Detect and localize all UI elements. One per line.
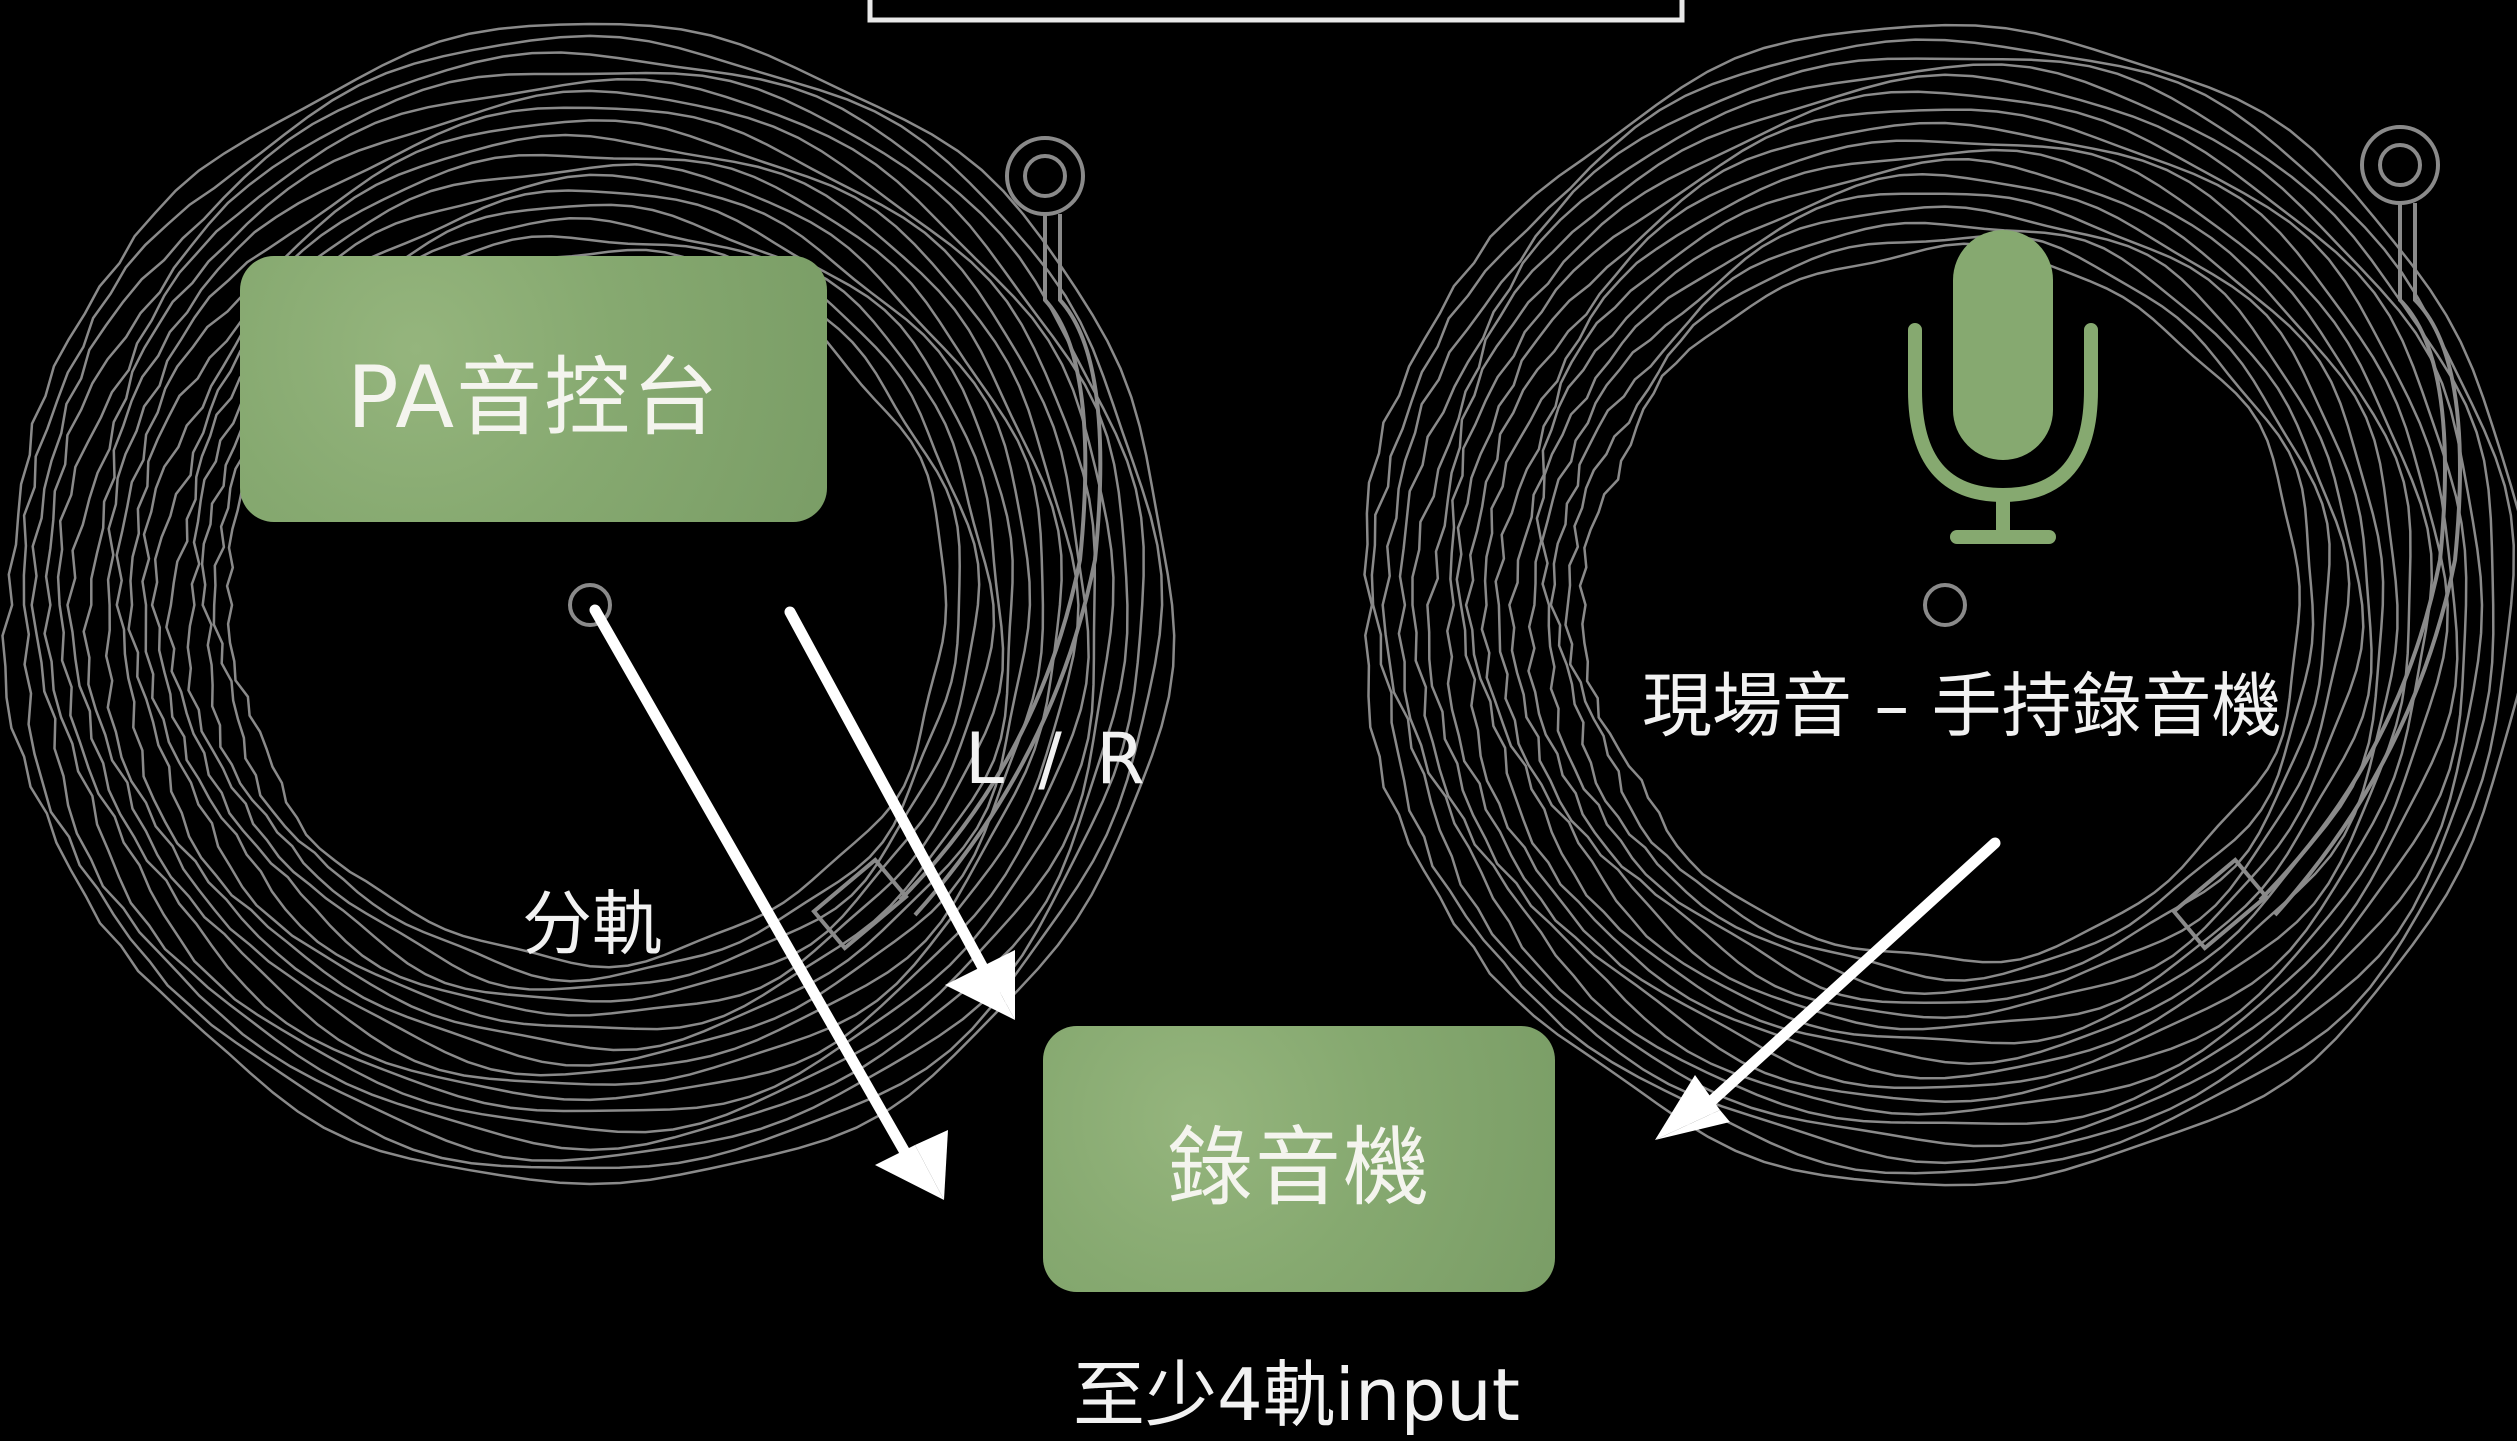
disc-ring xyxy=(1457,123,2432,1088)
disc-ring xyxy=(1413,75,2467,1124)
disc-ring xyxy=(1580,244,2300,962)
vinyl-turntable-right-icon xyxy=(1365,25,2517,1185)
top-frame xyxy=(870,0,1682,20)
lr-label: L / R xyxy=(965,718,1151,800)
tone-arm-right-icon xyxy=(2174,127,2460,948)
disc-ring xyxy=(58,79,1113,1132)
recorder-box: 錄音機 xyxy=(1043,1026,1555,1292)
pa-console-box: PA音控台 xyxy=(240,256,827,522)
live-sound-label: 現場音 – 手持錄音機 xyxy=(1642,650,2282,751)
disc-ring xyxy=(1566,236,2314,981)
disc-ring xyxy=(1466,141,2410,1078)
recorder-label: 錄音機 xyxy=(1167,1097,1431,1222)
pa-console-label: PA音控台 xyxy=(347,327,720,452)
microphone-icon xyxy=(1915,230,2091,544)
disc-ring xyxy=(1482,150,2397,1064)
disc-ring xyxy=(1399,65,2482,1147)
disc-spindle-icon xyxy=(1925,585,1965,625)
disc-ring xyxy=(1365,25,2517,1185)
lr-arrow xyxy=(790,612,995,990)
disc-ring xyxy=(1509,174,2371,1029)
live-sound-arrow xyxy=(1705,843,1995,1107)
requirement-label: 至少4軌input xyxy=(1073,1336,1520,1441)
disc-ring xyxy=(1447,110,2447,1102)
split-tracks-label: 分軌 xyxy=(522,868,662,969)
